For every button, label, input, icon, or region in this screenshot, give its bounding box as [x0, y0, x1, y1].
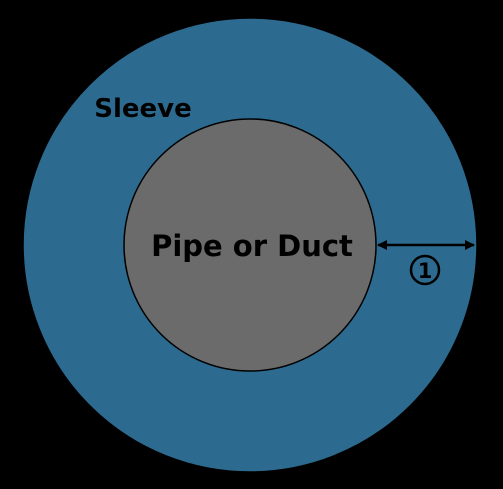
dimension-marker-ring — [409, 254, 441, 286]
pipe-label: Pipe or Duct — [151, 229, 353, 263]
dimension-marker: 1 — [409, 254, 441, 286]
pipe-circle — [123, 118, 377, 372]
sleeve-label: Sleeve — [94, 94, 192, 124]
dimension-marker-number: 1 — [418, 259, 433, 283]
